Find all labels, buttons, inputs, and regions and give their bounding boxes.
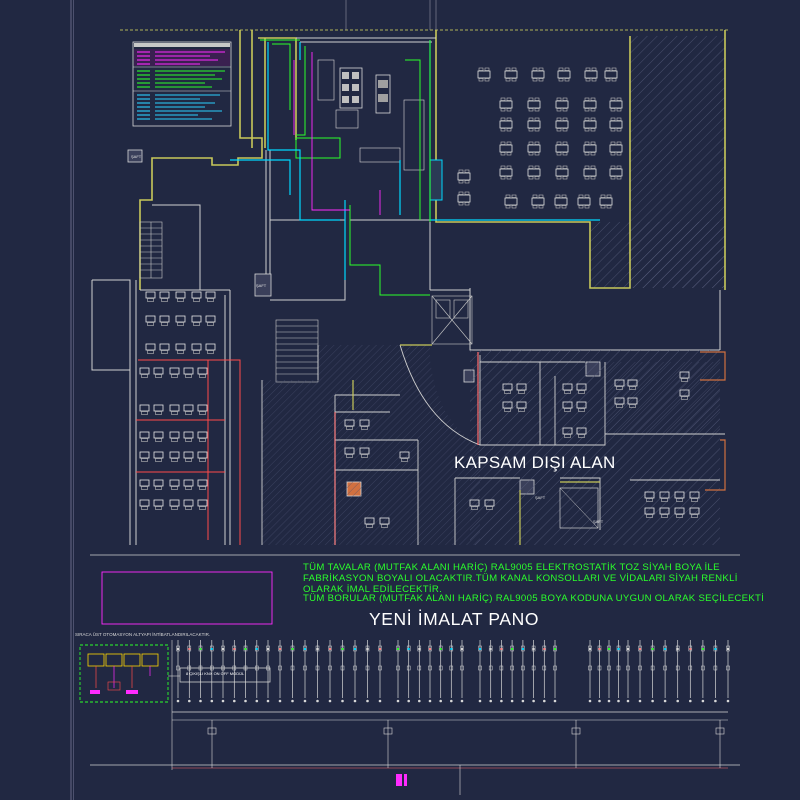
feeder-tag — [608, 648, 610, 650]
stairwell-center — [275, 319, 319, 383]
feeder-tag — [316, 648, 319, 650]
office-walls-lower-color — [334, 344, 726, 545]
room-tag-shaft-3: ŞAFT — [535, 495, 546, 500]
room-tags: ŞAFT ŞAFT ŞAFT ŞAFT — [131, 154, 604, 524]
feeder-tag — [521, 648, 524, 650]
property-line — [120, 0, 730, 31]
feeder-tag — [554, 648, 556, 650]
feeder-tag — [341, 648, 344, 650]
schematic-caption: SIRACA ÜST OTOMASYON ALTYAPI İNTİBATLAND… — [75, 632, 211, 637]
cable-tray-magenta — [293, 52, 381, 215]
feeder-tag — [511, 648, 514, 650]
feeder-tag — [233, 648, 236, 650]
feeder-tag — [439, 648, 442, 650]
sheet-border — [70, 0, 74, 800]
feeder-tag — [701, 648, 704, 650]
feeder-tag — [689, 648, 692, 650]
feeder-tag — [304, 648, 306, 650]
drawing-frame — [90, 554, 740, 766]
office-furniture-lower — [344, 371, 700, 529]
feeder-tag — [543, 648, 546, 650]
dining-tables — [457, 67, 623, 209]
feeder-tag — [379, 648, 381, 650]
feeder-tag — [418, 648, 421, 650]
out-of-scope-area — [262, 345, 728, 545]
room-tag-shaft-2: ŞAFT — [256, 283, 267, 288]
feeder-tag — [199, 648, 202, 650]
feeder-tag — [291, 648, 294, 650]
legend-table — [132, 41, 232, 127]
note-line-4: TÜM BORULAR (MUTFAK ALANI HARİÇ) RAL9005… — [303, 593, 765, 604]
feeder-tag — [617, 648, 620, 650]
title-block-box — [101, 571, 273, 625]
feeder-tag — [329, 648, 331, 650]
feeder-tag — [627, 648, 629, 650]
feeder-tag — [598, 648, 601, 650]
elevator-shaft — [431, 295, 473, 345]
feeder-tag — [727, 648, 729, 650]
cable-tray-green — [260, 39, 431, 296]
out-of-scope-hatch-top — [590, 36, 725, 288]
scope-label: KAPSAM DIŞI ALAN — [454, 453, 616, 472]
feeder-tag — [366, 648, 369, 650]
feeder-tag — [589, 648, 591, 650]
feeder-tag — [461, 648, 463, 650]
note-line-3: OLARAK İMAL EDİLECEKTİR. — [303, 584, 443, 595]
feeder-tag — [244, 648, 247, 650]
knx-module-label: 8 ÇIKIŞLI KNX ON OFF MODÜL — [186, 671, 245, 676]
feeder-tag — [210, 648, 213, 650]
cable-tray-cyan — [230, 40, 600, 280]
feeder-tag — [177, 648, 179, 650]
feeder-tag — [255, 648, 258, 650]
feeder-tag — [639, 648, 641, 650]
automation-schematic — [79, 640, 271, 770]
feeder-tag — [651, 648, 654, 650]
feeder-tag — [429, 648, 431, 650]
feeder-tag — [279, 648, 281, 650]
panel-busbar-ties — [207, 720, 725, 795]
feeder-tag — [188, 648, 191, 650]
feeder-tag — [532, 648, 535, 650]
kitchen-area — [295, 59, 443, 201]
note-line-2: FABRİKASYON BOYALI OLACAKTIR.TÜM KANAL K… — [303, 573, 738, 584]
feeder-tag — [354, 648, 356, 650]
feeder-tag — [450, 648, 453, 650]
stairwell-left — [139, 221, 163, 279]
panel-title: YENİ İMALAT PANO — [369, 609, 540, 629]
note-line-1: TÜM TAVALAR (MUTFAK ALANI HARİÇ) RAL9005… — [303, 562, 720, 573]
feeder-tag — [714, 648, 717, 650]
room-tag-shaft-1: ŞAFT — [131, 154, 142, 159]
feeder-tag — [397, 648, 399, 650]
feeder-tag — [267, 648, 269, 650]
feeder-tag — [479, 648, 481, 650]
feeder-tag — [489, 648, 492, 650]
panel-feeders — [172, 639, 730, 769]
feeder-tag — [500, 648, 503, 650]
feeder-tag — [664, 648, 667, 650]
office-desks-left — [139, 291, 216, 510]
feeder-tag — [407, 648, 410, 650]
cable-tray-red — [136, 359, 241, 545]
feeder-tag — [222, 648, 224, 650]
feeder-tag — [676, 648, 679, 650]
room-tag-shaft-4: ŞAFT — [593, 519, 604, 524]
